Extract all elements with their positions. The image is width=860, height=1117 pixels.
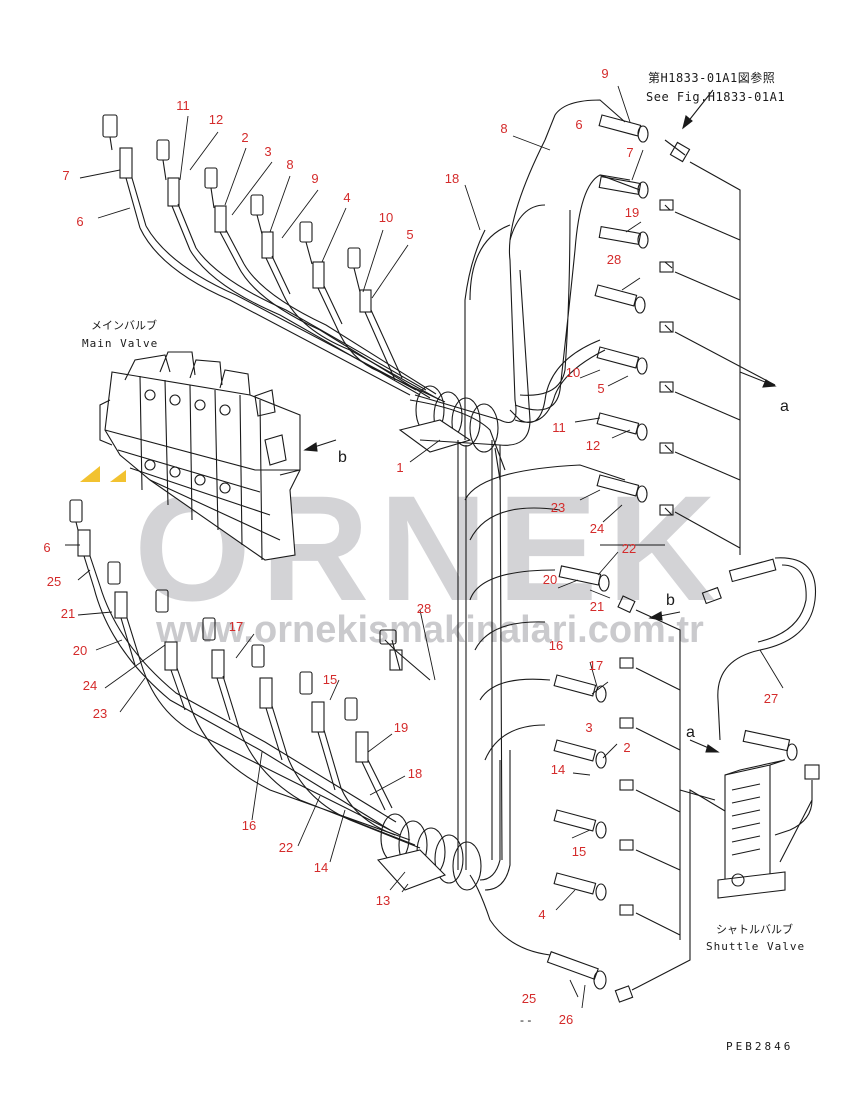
- right-lower-fittings: [546, 565, 741, 1003]
- part-label: 9: [311, 171, 318, 186]
- part-label: 26: [559, 1012, 573, 1027]
- part-label: 16: [549, 638, 563, 653]
- part-label: 7: [62, 168, 69, 183]
- part-label: 16: [242, 818, 256, 833]
- reference-en: See Fig.H1833-01A1: [646, 90, 785, 104]
- part-label: 28: [417, 601, 431, 616]
- part-label: 27: [764, 691, 778, 706]
- arrow-label-b-top: b: [338, 449, 347, 466]
- part-label: 24: [83, 678, 97, 693]
- part-label: 13: [376, 893, 390, 908]
- main-valve-label: メインバルブ Main Valve: [82, 318, 158, 350]
- part-label: 4: [343, 190, 350, 205]
- arrow-label-a-right: a: [686, 724, 695, 741]
- part-label: 10: [379, 210, 393, 225]
- direction-arrows: [303, 89, 777, 753]
- part-label: 21: [590, 599, 604, 614]
- part-label: 19: [625, 205, 639, 220]
- part-label: 28: [607, 252, 621, 267]
- part-label: 22: [622, 541, 636, 556]
- part-label: 2: [623, 740, 630, 755]
- reference-note: 第H1833-01A1図参照 See Fig.H1833-01A1: [646, 70, 785, 104]
- lower-clamp: [376, 750, 551, 956]
- watermark-accent-icon: [80, 466, 126, 482]
- part-label: 25: [47, 574, 61, 589]
- upper-clamp: [398, 139, 546, 481]
- part-label: 1: [396, 460, 403, 475]
- part-label: 18: [445, 171, 459, 186]
- part-label: 5: [406, 227, 413, 242]
- part-label: 12: [586, 438, 600, 453]
- shuttle-valve-label: シャトルバルブ Shuttle Valve: [706, 922, 805, 953]
- part-label: 17: [229, 619, 243, 634]
- part-label: 25: [522, 991, 536, 1006]
- arrow-labels: a a b b: [338, 398, 789, 741]
- drawing-code: PEB2846: [726, 1040, 793, 1053]
- lower-left-fittings: [69, 499, 431, 849]
- part-label: 20: [543, 572, 557, 587]
- shuttle-valve-assembly: [679, 557, 820, 899]
- part-label: 15: [323, 672, 337, 687]
- part-label: 10: [566, 365, 580, 380]
- part-label: 6: [575, 117, 582, 132]
- leader-lines: [65, 85, 784, 1009]
- part-label: 5: [597, 381, 604, 396]
- part-label: 3: [585, 720, 592, 735]
- reference-jp: 第H1833-01A1図参照: [648, 70, 775, 85]
- part-label: 24: [590, 521, 604, 536]
- right-upper-fittings: [594, 114, 776, 555]
- part-label: 21: [61, 606, 75, 621]
- center-hose-bundle: [457, 99, 641, 870]
- part-label: 8: [286, 157, 293, 172]
- part-label: 12: [209, 112, 223, 127]
- part-label: 14: [551, 762, 565, 777]
- part-label: 15: [572, 844, 586, 859]
- part-label: 8: [500, 121, 507, 136]
- main-valve-jp: メインバルブ: [91, 318, 157, 332]
- upper-left-fittings: [102, 114, 446, 403]
- part-label: 3: [264, 144, 271, 159]
- part-label: 9: [601, 66, 608, 81]
- line-art: [65, 85, 820, 1009]
- part-label: 6: [43, 540, 50, 555]
- part-label: 2: [241, 130, 248, 145]
- part-label: 7: [626, 145, 633, 160]
- arrow-label-a-top: a: [780, 398, 789, 415]
- part-labels: 7 6 11 12 2 3 8 9 4 10 5 8 18 9 6 7 19 2…: [43, 66, 778, 1027]
- part-label: 17: [589, 658, 603, 673]
- part-label: 11: [176, 98, 190, 113]
- main-valve-body: [99, 351, 301, 561]
- part-label: 4: [538, 907, 545, 922]
- part-label: 18: [408, 766, 422, 781]
- part-label: 6: [76, 214, 83, 229]
- part-label: 14: [314, 860, 328, 875]
- part-label: 22: [279, 840, 293, 855]
- part-label: 23: [93, 706, 107, 721]
- part-label: 19: [394, 720, 408, 735]
- shuttle-valve-jp: シャトルバルブ: [716, 922, 793, 936]
- main-valve-en: Main Valve: [82, 337, 158, 350]
- part-label: 23: [551, 500, 565, 515]
- arrow-label-b-right: b: [666, 592, 675, 609]
- part-label: 20: [73, 643, 87, 658]
- dash-mark: - -: [520, 1013, 531, 1027]
- part-label: 11: [552, 420, 566, 435]
- shuttle-valve-en: Shuttle Valve: [706, 940, 805, 953]
